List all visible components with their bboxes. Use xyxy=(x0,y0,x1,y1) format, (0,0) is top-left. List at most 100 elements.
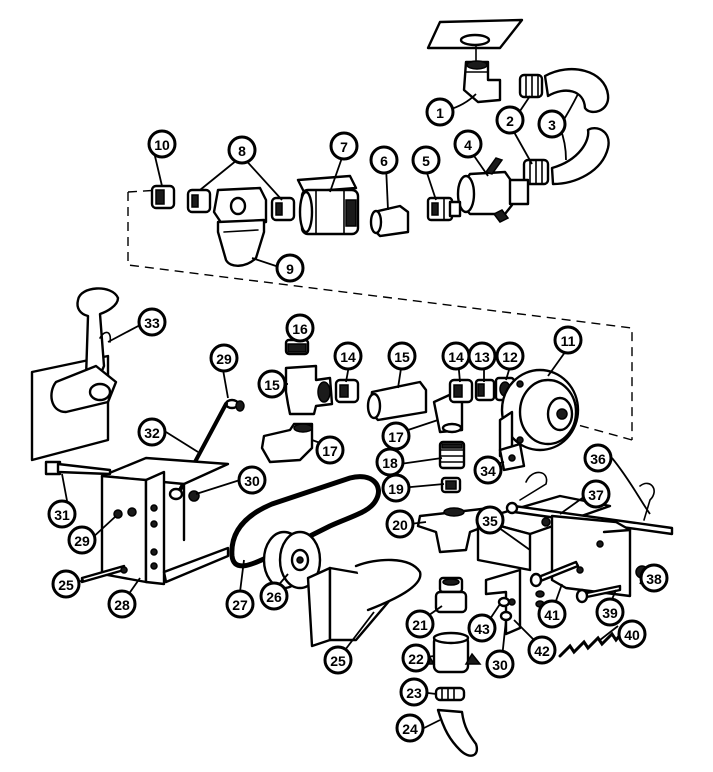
callout-circle xyxy=(527,635,557,665)
callout-number: 5 xyxy=(422,153,430,169)
part-27-belt xyxy=(229,474,381,569)
callout-circle xyxy=(485,649,515,679)
callout-circle xyxy=(259,581,289,611)
callout-37: 37 xyxy=(581,479,611,509)
callout-circle xyxy=(315,435,345,465)
callout-number: 14 xyxy=(340,349,356,365)
callout-circle xyxy=(411,145,441,175)
part-30-washer-right xyxy=(499,610,513,622)
callout-number: 32 xyxy=(144,425,160,441)
callout-circle xyxy=(617,619,647,649)
callout-number: 11 xyxy=(561,333,576,349)
callout-25: 25 xyxy=(51,569,81,599)
callout-12: 12 xyxy=(495,341,525,371)
callout-5: 5 xyxy=(411,145,441,175)
callout-13: 13 xyxy=(467,341,497,371)
part-39-frame xyxy=(550,514,632,598)
callout-6: 6 xyxy=(369,145,399,175)
callout-circle xyxy=(209,343,239,373)
callout-number: 14 xyxy=(448,349,464,365)
callout-circle xyxy=(107,589,137,619)
callout-2: 2 xyxy=(495,105,525,135)
callout-circle xyxy=(495,105,525,135)
part-2-nut-lower xyxy=(522,158,550,186)
callout-9: 9 xyxy=(275,253,305,283)
callout-circle xyxy=(475,505,505,535)
callout-number: 18 xyxy=(382,455,398,471)
part-23-spring xyxy=(434,686,466,702)
callout-circle xyxy=(227,135,257,165)
callout-33: 33 xyxy=(137,307,167,337)
part-31-bolt xyxy=(44,460,112,476)
callout-14: 14 xyxy=(333,341,363,371)
callout-38: 38 xyxy=(639,563,669,593)
part-15-tee xyxy=(284,364,334,416)
part-15-pipe xyxy=(366,380,428,422)
callout-circle xyxy=(399,677,429,707)
callout-32: 32 xyxy=(137,417,167,447)
part-8-fitting-right xyxy=(270,196,296,222)
callout-circle xyxy=(441,341,471,371)
part-33-handle xyxy=(30,287,120,462)
callout-number: 37 xyxy=(588,487,604,503)
callout-number: 17 xyxy=(388,429,404,445)
part-18-spring xyxy=(438,440,466,470)
callout-number: 3 xyxy=(548,117,556,133)
callout-39: 39 xyxy=(595,597,625,627)
callout-30: 30 xyxy=(237,465,267,495)
callout-7: 7 xyxy=(329,131,359,161)
callout-circle xyxy=(583,443,613,473)
callout-31: 31 xyxy=(47,499,77,529)
part-41-bolts xyxy=(529,560,622,604)
part-9-filter xyxy=(212,186,268,267)
callout-35: 35 xyxy=(475,505,505,535)
part-17-elbow-left xyxy=(260,422,314,464)
callout-number: 31 xyxy=(54,507,70,523)
callout-number: 1 xyxy=(436,105,444,121)
callout-circle xyxy=(581,479,611,509)
callout-circle xyxy=(257,369,287,399)
callout-21: 21 xyxy=(405,609,435,639)
callout-number: 7 xyxy=(340,139,348,155)
callout-26: 26 xyxy=(259,581,289,611)
part-24-hose xyxy=(436,708,479,757)
callout-number: 38 xyxy=(646,571,662,587)
callout-circle xyxy=(401,643,431,673)
callout-number: 16 xyxy=(292,321,308,337)
part-3-hose xyxy=(543,68,610,186)
callout-27: 27 xyxy=(225,589,255,619)
callout-15: 15 xyxy=(387,341,417,371)
callout-11: 11 xyxy=(553,325,583,355)
part-36-clip xyxy=(519,471,655,521)
callout-number: 2 xyxy=(506,113,514,129)
callout-circle xyxy=(285,313,315,343)
callout-circle xyxy=(537,599,567,629)
part-43-washer xyxy=(497,596,511,608)
callout-15: 15 xyxy=(257,369,287,399)
callout-29: 29 xyxy=(67,525,97,555)
callout-30: 30 xyxy=(485,649,515,679)
callout-circle xyxy=(639,563,669,593)
callout-17: 17 xyxy=(381,421,411,451)
callout-number: 35 xyxy=(482,513,498,529)
callout-29: 29 xyxy=(209,343,239,373)
callout-42: 42 xyxy=(527,635,557,665)
part-10-nut xyxy=(150,184,176,210)
part-22-valve xyxy=(418,631,482,674)
callout-24: 24 xyxy=(395,713,425,743)
part-21-connector xyxy=(434,576,468,614)
callout-number: 6 xyxy=(380,153,388,169)
callout-circle xyxy=(237,465,267,495)
callout-16: 16 xyxy=(285,313,315,343)
part-14-fitting-left xyxy=(334,378,360,404)
part-11-pump xyxy=(498,368,580,458)
callout-circle xyxy=(405,609,435,639)
callout-18: 18 xyxy=(375,447,405,477)
callout-number: 23 xyxy=(406,685,422,701)
callout-circle xyxy=(51,569,81,599)
part-28-bracket xyxy=(100,456,230,586)
callout-number: 41 xyxy=(544,607,560,623)
callout-circle xyxy=(225,589,255,619)
